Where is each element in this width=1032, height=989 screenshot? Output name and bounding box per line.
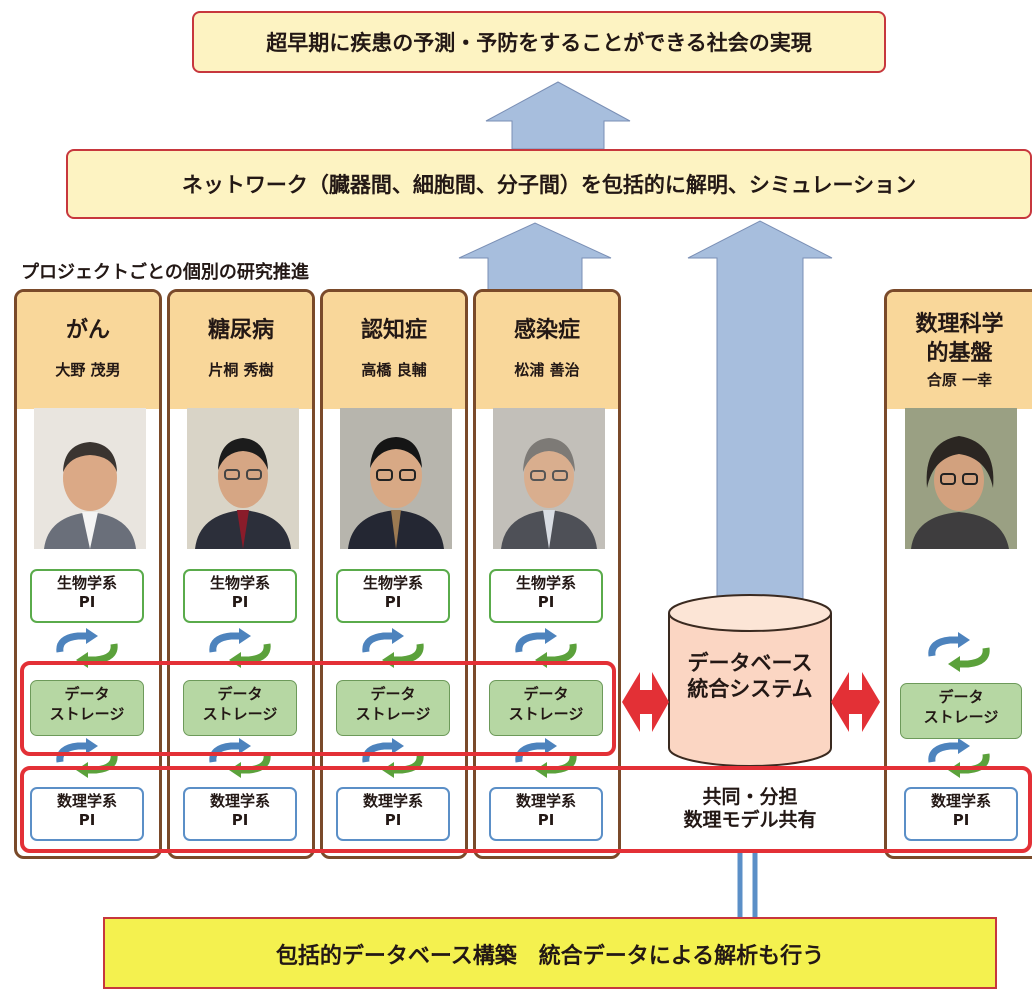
storage-line2: ストレージ: [508, 705, 584, 723]
shared-model-highlight-frame: [20, 766, 1032, 853]
biology-pi-box: 生物学系 PI: [30, 569, 144, 623]
bottom-text: 包括的データベース構築 統合データによる解析も行う: [275, 944, 825, 969]
database-label: データベース 統合システム: [668, 650, 832, 702]
red-double-arrow-right: [831, 672, 880, 732]
math-pi-line1: 数理学系: [515, 792, 576, 810]
math-pi-box: 数理学系 PI: [183, 787, 297, 841]
biology-pi-box: 生物学系 PI: [183, 569, 297, 623]
cycle-arrow-icon: [932, 632, 986, 672]
column-header: [476, 292, 618, 409]
biology-pi-box: 生物学系 PI: [336, 569, 450, 623]
data-storage-box: データ ストレージ: [30, 680, 144, 736]
storage-line2: ストレージ: [202, 705, 278, 723]
database-cylinder: [668, 594, 832, 767]
storage-line2: ストレージ: [49, 705, 125, 723]
storage-line1: データ: [938, 688, 984, 706]
database-line2: 統合システム: [687, 677, 813, 701]
project-name: 糖尿病: [207, 318, 274, 343]
math-pi-box: 数理学系 PI: [30, 787, 144, 841]
up-arrow-projects-to-network: [458, 222, 612, 291]
math-pi-box: 数理学系 PI: [336, 787, 450, 841]
math-base-name-line2: 的基盤: [926, 341, 993, 366]
math-pi-line1: 数理学系: [930, 792, 991, 810]
shared-line1: 共同・分担: [702, 786, 798, 808]
portrait-photo-3: [340, 408, 452, 549]
math-pi-line2: PI: [384, 811, 402, 829]
biology-pi-line1: 生物学系: [56, 574, 117, 592]
project-lead: 片桐 秀樹: [208, 361, 274, 379]
red-double-arrow-left: [622, 672, 669, 732]
shared-line2: 数理モデル共有: [683, 809, 817, 831]
math-pi-box: 数理学系 PI: [489, 787, 603, 841]
column-header: [17, 292, 159, 409]
biology-pi-box: 生物学系 PI: [489, 569, 603, 623]
biology-pi-line2: PI: [537, 593, 555, 611]
biology-pi-line1: 生物学系: [209, 574, 270, 592]
math-base-lead: 合原 一幸: [926, 371, 993, 389]
biology-pi-line1: 生物学系: [515, 574, 576, 592]
column-header: [170, 292, 312, 409]
storage-line1: データ: [370, 685, 416, 703]
math-pi-box: 数理学系 PI: [904, 787, 1018, 841]
data-storage-box: データ ストレージ: [336, 680, 450, 736]
network-text: ネットワーク（臓器間、細胞間、分子間）を包括的に解明、シミュレーション: [181, 173, 917, 197]
network-box: ネットワーク（臓器間、細胞間、分子間）を包括的に解明、シミュレーション: [66, 149, 1032, 219]
column-header: [323, 292, 465, 409]
math-pi-line1: 数理学系: [56, 792, 117, 810]
portrait-photo-4: [493, 408, 605, 549]
goal-text: 超早期に疾患の予測・予防をすることができる社会の実現: [266, 31, 812, 55]
math-pi-line2: PI: [952, 811, 970, 829]
storage-line2: ストレージ: [923, 708, 999, 726]
project-name: 感染症: [513, 318, 580, 343]
storage-line1: データ: [523, 685, 569, 703]
biology-pi-line2: PI: [231, 593, 249, 611]
storage-line1: データ: [217, 685, 263, 703]
math-pi-line2: PI: [537, 811, 555, 829]
bottom-box: 包括的データベース構築 統合データによる解析も行う: [103, 917, 997, 989]
data-storage-box: データ ストレージ: [900, 683, 1022, 739]
project-lead: 松浦 善治: [514, 361, 580, 379]
project-lead: 高橋 良輔: [361, 361, 427, 379]
portrait-photo-5: [905, 408, 1017, 549]
data-storage-box: データ ストレージ: [183, 680, 297, 736]
portrait-photo-1: [34, 408, 146, 549]
biology-pi-line2: PI: [78, 593, 96, 611]
up-arrow-to-goal: [485, 81, 631, 150]
goal-box: 超早期に疾患の予測・予防をすることができる社会の実現: [192, 11, 886, 73]
math-pi-line1: 数理学系: [362, 792, 423, 810]
project-name: 認知症: [360, 318, 427, 343]
storage-highlight-frame: [20, 661, 616, 756]
section-title: プロジェクトごとの個別の研究推進: [21, 262, 309, 283]
math-pi-line2: PI: [231, 811, 249, 829]
storage-line2: ストレージ: [355, 705, 431, 723]
math-pi-line2: PI: [78, 811, 96, 829]
column-header: [887, 292, 1032, 409]
storage-line1: データ: [64, 685, 110, 703]
database-line1: データベース: [687, 651, 813, 675]
biology-pi-line1: 生物学系: [362, 574, 423, 592]
portrait-photo-2: [187, 408, 299, 549]
project-lead: 大野 茂男: [55, 361, 121, 379]
shared-model-label: 共同・分担 数理モデル共有: [640, 786, 860, 832]
math-base-name-line1: 数理科学: [915, 312, 1004, 337]
data-storage-box: データ ストレージ: [489, 680, 603, 736]
math-pi-line1: 数理学系: [209, 792, 270, 810]
project-name: がん: [65, 318, 110, 343]
up-arrow-database-to-network: [687, 220, 833, 618]
biology-pi-line2: PI: [384, 593, 402, 611]
